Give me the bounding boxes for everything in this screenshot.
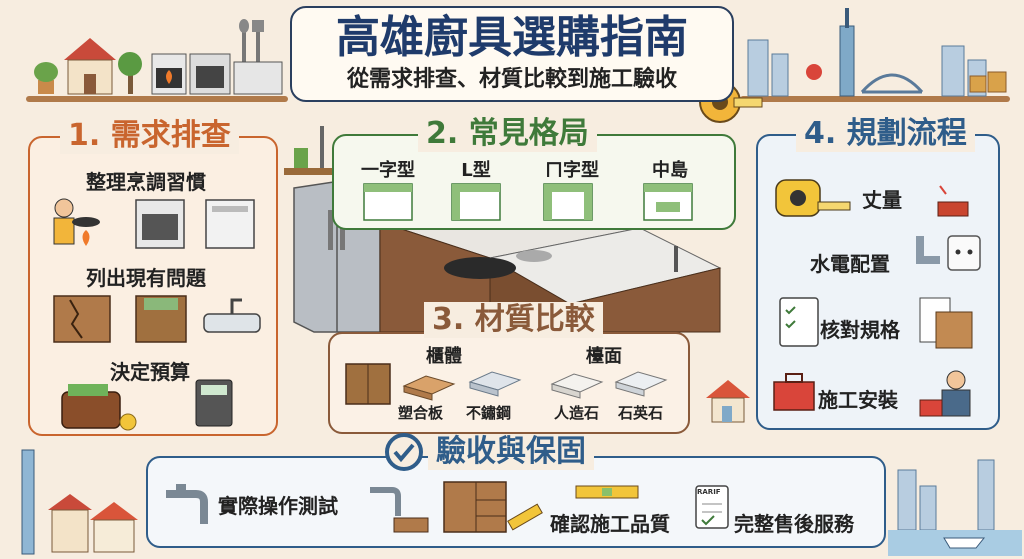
section3-title: 3. 材質比較	[424, 302, 603, 338]
inspection-icons	[370, 481, 543, 533]
taipei101-icon	[839, 8, 855, 97]
section5-title: 驗收與保固	[428, 434, 594, 470]
step-measure: 丈量	[862, 188, 902, 212]
faucet-icon	[370, 487, 401, 516]
top-shelf-left	[26, 96, 288, 102]
outlet-icon	[947, 235, 981, 271]
faucet-icon	[166, 484, 208, 524]
acceptance-after-sales: 完整售後服務	[734, 512, 854, 536]
plant-icon	[34, 62, 58, 94]
tree-icon	[118, 52, 142, 94]
acceptance-quality-check: 確認施工品質	[550, 512, 670, 536]
drawer-icon	[393, 481, 507, 533]
section1-title: 1. 需求排查	[60, 118, 239, 154]
layout-label-straight: 一字型	[361, 160, 415, 181]
oven-icon	[189, 53, 231, 95]
level-tool-icon	[575, 485, 639, 499]
countertop-heading: 檯面	[586, 346, 622, 367]
cabinet-icon	[345, 363, 391, 405]
taipei101-icon	[21, 449, 35, 555]
step-plumbing-icons	[916, 235, 981, 271]
material-particleboard: 塑合板	[398, 404, 444, 422]
section2-title: 2. 常見格局	[418, 116, 597, 152]
bridge-icon	[860, 73, 924, 94]
house-icon	[64, 38, 116, 95]
house-icon	[48, 494, 138, 553]
leaky-sink-icon	[203, 298, 261, 333]
damaged-drawer-icon	[135, 295, 187, 343]
l-shape-layout-icon	[451, 183, 501, 221]
bottom-left-decor	[21, 449, 138, 555]
page-subtitle: 從需求排查、材質比較到施工驗收	[346, 67, 677, 92]
apple-icon	[806, 64, 822, 80]
cook-icon	[53, 198, 100, 246]
step-spec-icons	[779, 297, 973, 349]
section1-row1-icons	[53, 198, 255, 249]
top-shelf-right	[740, 96, 1010, 102]
section1-row2-icons	[53, 295, 261, 343]
oven-icon	[135, 199, 185, 249]
layout-label-island: 中島	[652, 160, 688, 181]
small-house-icon	[706, 380, 750, 423]
cabinet-heading: 櫃體	[426, 346, 462, 367]
pipe-icon	[916, 236, 940, 264]
layout-label-u-shape: ㄇ字型	[545, 160, 599, 181]
wall-shelf-icon	[284, 126, 364, 175]
material-stainless-steel: 不鏽鋼	[466, 404, 512, 422]
artificial-stone-icon	[550, 373, 604, 399]
top-right-decor	[747, 8, 1007, 97]
page-title: 高雄廚具選購指南	[336, 12, 688, 63]
header-box	[290, 6, 734, 102]
bottom-right-decor	[888, 459, 1022, 556]
acceptance-operation-test: 實際操作測試	[218, 494, 338, 518]
boat-icon	[943, 537, 986, 549]
material-quartz-stone: 石英石	[618, 404, 664, 422]
straight-layout-icon	[363, 183, 413, 221]
dishwasher-icon	[205, 199, 255, 249]
step-verify-specs: 核對規格	[820, 318, 900, 342]
material-icons	[345, 363, 668, 405]
stove-icon	[151, 53, 187, 95]
section1-row3-icons	[61, 379, 233, 431]
calculator-icon	[195, 379, 233, 427]
laser-measure-icon	[937, 185, 969, 217]
particleboard-icon	[402, 375, 456, 401]
section1-item-cooking-habits: 整理烹調習慣	[86, 170, 206, 194]
tape-measure-icon	[775, 179, 851, 217]
worker-icon	[919, 370, 971, 417]
wallet-icon	[61, 384, 137, 431]
document-label: RARIF	[697, 488, 721, 496]
level-icon	[507, 503, 543, 531]
city-skyline-icon	[897, 459, 995, 531]
section1-item-budget: 決定預算	[110, 360, 190, 384]
checkmark-icon	[385, 433, 423, 471]
section1-item-current-problems: 列出現有問題	[86, 266, 206, 290]
section1-panel	[28, 136, 278, 436]
u-shape-layout-icon	[543, 183, 593, 221]
city-skyline-icon	[747, 39, 987, 97]
tools-icon	[233, 19, 283, 95]
quartz-stone-icon	[614, 371, 668, 397]
checklist-icon	[779, 297, 819, 347]
step-installation: 施工安裝	[818, 388, 898, 412]
layout-diagrams	[363, 183, 693, 221]
material-sample-icon	[919, 297, 973, 349]
cracked-cabinet-icon	[53, 295, 111, 343]
toolbox-icon	[773, 373, 815, 411]
top-left-decor	[34, 19, 283, 95]
step-install-icons	[773, 370, 971, 417]
document-icon	[695, 485, 729, 529]
boxes-icon	[969, 71, 1007, 93]
layout-label-l-shape: L型	[461, 160, 491, 181]
material-artificial-stone: 人造石	[554, 404, 600, 422]
step-measure-icons	[775, 179, 969, 217]
island-layout-icon	[643, 183, 693, 221]
stainless-steel-icon	[468, 371, 522, 397]
section4-title: 4. 規劃流程	[796, 116, 975, 152]
step-plumbing-electrical: 水電配置	[810, 252, 890, 276]
